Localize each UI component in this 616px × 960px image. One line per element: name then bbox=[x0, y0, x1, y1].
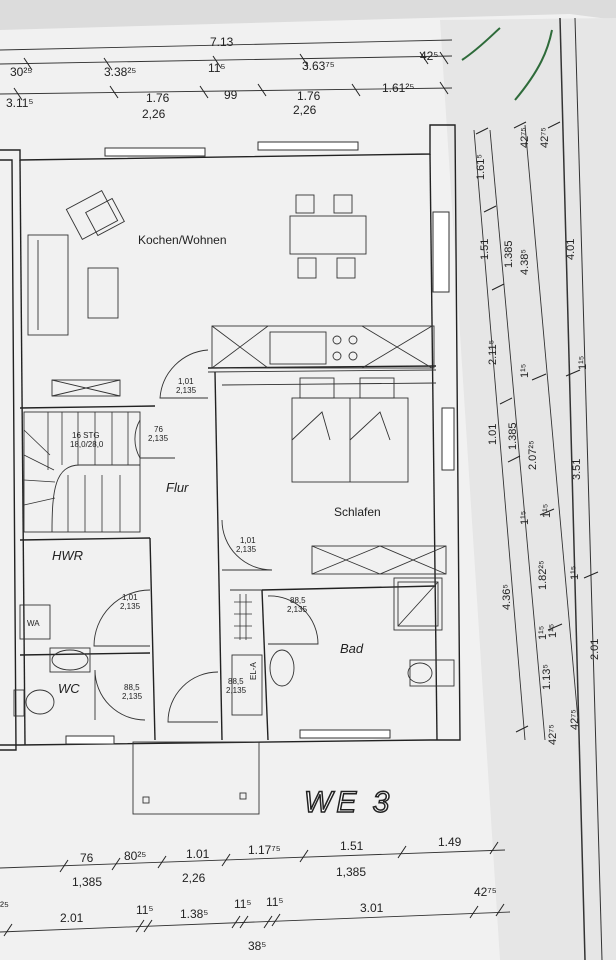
right-inner-9: 1.82²⁵ bbox=[537, 560, 549, 590]
bottom-sub-2: 2,26 bbox=[182, 871, 206, 885]
right-mid-5: 2.07²⁵ bbox=[527, 440, 539, 470]
right-outer-6: 2.01 bbox=[589, 639, 601, 660]
bottom-dim-9: 11⁵ bbox=[136, 903, 153, 917]
door-1-h: 2,135 bbox=[176, 386, 197, 395]
right-inner-6: 1¹⁵ bbox=[519, 511, 531, 525]
bottom-dim-5: 1.51 bbox=[340, 839, 364, 853]
bottom-dim-13: 3.01 bbox=[360, 901, 384, 915]
top-dim-6: 3.11⁵ bbox=[6, 96, 33, 110]
top-dim-5: 42⁵ bbox=[420, 49, 438, 63]
bottom-sub-1: 1,385 bbox=[72, 875, 102, 889]
top-dim-3: 11⁵ bbox=[208, 61, 225, 75]
door-3-h: 2,135 bbox=[236, 545, 257, 554]
bottom-dim-11: 11⁵ bbox=[234, 897, 251, 911]
right-inner-3: 2.11⁵ bbox=[487, 340, 499, 365]
right-mid-3: 4.38⁵ bbox=[519, 249, 531, 275]
door-5-h: 2,135 bbox=[287, 605, 308, 614]
door-4-w: 1,01 bbox=[122, 593, 138, 602]
room-wa: WA bbox=[27, 619, 40, 628]
bottom-dim-14: 42⁷⁵ bbox=[474, 885, 497, 899]
bottom-dim-7: ²⁵ bbox=[0, 899, 9, 913]
room-hwr: HWR bbox=[52, 548, 83, 563]
right-outer-5: 1¹⁵ bbox=[569, 566, 581, 580]
toilet bbox=[409, 659, 455, 687]
right-mid-4: 1¹⁵ bbox=[519, 364, 531, 378]
top-dim-sub-1: 2,26 bbox=[142, 107, 166, 121]
top-dim-sub-2: 2,26 bbox=[293, 103, 317, 117]
kitchen-counter bbox=[211, 325, 435, 369]
top-dim-8: 99 bbox=[224, 88, 238, 102]
door-5-w: 88,5 bbox=[290, 596, 306, 605]
right-mid-8: 42⁷⁵ bbox=[569, 709, 581, 730]
top-dim-9: 1.76 bbox=[297, 89, 321, 103]
top-dim-2: 3.38²⁵ bbox=[104, 65, 136, 79]
door-7-h: 2,135 bbox=[226, 686, 247, 695]
right-inner-2: 1.51 bbox=[479, 239, 491, 260]
building-walls bbox=[0, 124, 461, 815]
right-dimensions: 1.61⁵ 1.51 2.11⁵ 1.01 1.385 1¹⁵ 4.36⁵ 1.… bbox=[473, 121, 601, 745]
bottom-dim-4: 1.17⁷⁵ bbox=[248, 843, 281, 857]
top-dim-4: 3.63⁷⁵ bbox=[302, 59, 335, 73]
bottom-dim-2: 80²⁵ bbox=[124, 849, 146, 863]
bottom-dim-8: 2.01 bbox=[60, 911, 84, 925]
door-6-w: 88,5 bbox=[124, 683, 140, 692]
door-labels: 1,01 2,135 76 2,135 1,01 2,135 1,01 2,13… bbox=[120, 377, 308, 701]
door-6-h: 2,135 bbox=[122, 692, 143, 701]
top-dimensions: 7.13 30²⁵ 3.38²⁵ 11⁵ 3.63⁷⁵ 42⁵ 3.11⁵ 1.… bbox=[0, 35, 453, 121]
right-outer-4: 3.51 bbox=[571, 459, 583, 480]
right-inner-7: 4.36⁵ bbox=[501, 584, 513, 610]
room-bad: Bad bbox=[340, 641, 364, 656]
door-swings bbox=[93, 349, 319, 723]
right-inner-8: 1.13⁵ bbox=[541, 664, 553, 690]
bottom-dimensions: 76 80²⁵ 1.01 1.17⁷⁵ 1.51 1.49 1,385 2,26… bbox=[0, 835, 511, 953]
right-inner-5: 1.385 bbox=[507, 422, 519, 450]
stair-ratio: 18,0/28,0 bbox=[70, 440, 104, 449]
right-inner-1: 1.61⁵ bbox=[475, 154, 487, 180]
right-outer-2: 4.01 bbox=[565, 239, 577, 260]
right-inner-4: 1.01 bbox=[487, 424, 499, 445]
right-mid-6: 1¹⁵ bbox=[541, 504, 553, 518]
pen-mark bbox=[461, 27, 501, 61]
bottom-dim-12: 11⁵ bbox=[266, 895, 283, 909]
right-outer-3: 1¹⁵ bbox=[577, 356, 589, 370]
room-labels: Kochen/Wohnen Flur Schlafen HWR Bad WC W… bbox=[27, 233, 381, 696]
door-3-w: 1,01 bbox=[240, 536, 256, 545]
bottom-dim-3: 1.01 bbox=[186, 847, 210, 861]
el-a-label: EL-A bbox=[249, 662, 258, 680]
right-inner-11: 42⁷⁵ bbox=[547, 724, 559, 745]
right-mid-7: 1¹⁵ bbox=[547, 624, 559, 638]
door-2-w: 76 bbox=[154, 425, 163, 434]
bottom-dim-1: 76 bbox=[80, 851, 94, 865]
shower bbox=[393, 577, 443, 631]
door-7-w: 88,5 bbox=[228, 677, 244, 686]
bottom-sub-3: 1,385 bbox=[336, 865, 366, 879]
furniture bbox=[13, 189, 455, 717]
door-4-h: 2,135 bbox=[120, 602, 141, 611]
bottom-dim-10: 1.38⁵ bbox=[180, 907, 208, 921]
room-flur: Flur bbox=[166, 480, 189, 495]
right-outer-1: 42⁷⁵ bbox=[539, 127, 551, 148]
top-dim-1: 30²⁵ bbox=[10, 65, 32, 79]
sink bbox=[269, 331, 327, 365]
dining-table bbox=[289, 215, 367, 255]
top-dim-10: 1.61²⁵ bbox=[382, 81, 414, 95]
bath-sink bbox=[269, 649, 295, 687]
right-inner-10: 1¹⁵ bbox=[537, 626, 549, 640]
top-partial-label: 7.13 bbox=[210, 35, 234, 49]
bottom-sub-4: 38⁵ bbox=[248, 939, 266, 953]
top-dim-7: 1.76 bbox=[146, 91, 170, 105]
right-mid-2: 1.385 bbox=[503, 240, 515, 268]
room-schlafen: Schlafen bbox=[334, 505, 381, 519]
stair-label: 16 STG bbox=[72, 431, 100, 440]
right-mid-1: 42⁷⁵ bbox=[519, 127, 531, 148]
staircase: 16 STG 18,0/28,0 bbox=[23, 411, 141, 533]
plan-title: WE 3 bbox=[304, 786, 393, 819]
room-kochen-wohnen: Kochen/Wohnen bbox=[138, 233, 227, 247]
room-wc: WC bbox=[58, 681, 80, 696]
door-2-h: 2,135 bbox=[148, 434, 169, 443]
door-1-w: 1,01 bbox=[178, 377, 194, 386]
bottom-dim-6: 1.49 bbox=[438, 835, 462, 849]
interior-walls bbox=[19, 365, 437, 741]
